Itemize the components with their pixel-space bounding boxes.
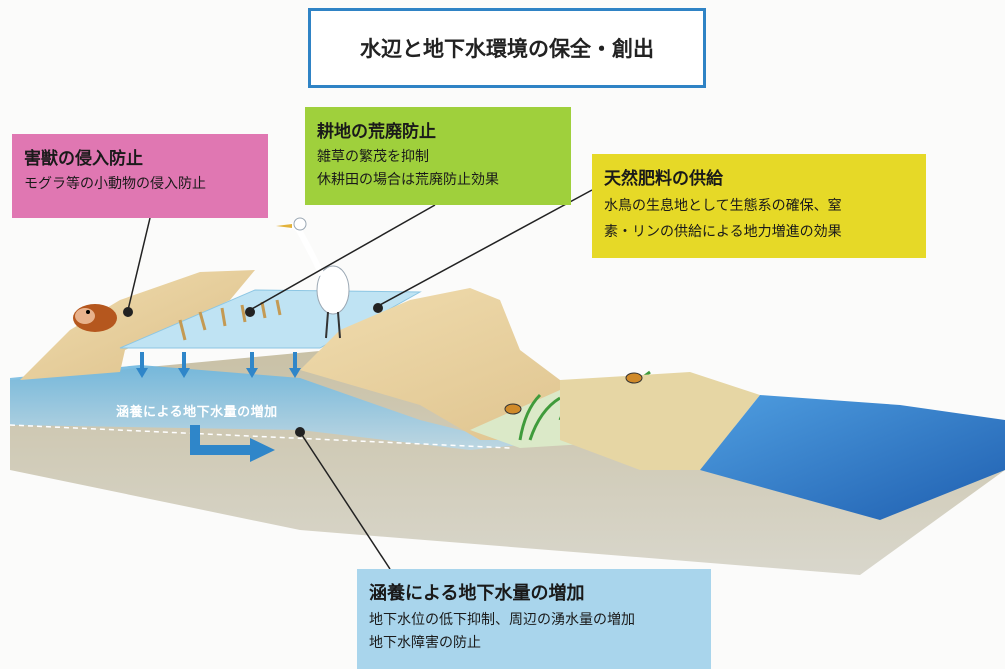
callout-line: 休耕田の場合は荒廃防止効果 xyxy=(317,172,499,188)
flow-arrow-icon xyxy=(190,425,275,462)
heron-icon xyxy=(276,217,350,339)
callout-line: 地下水障害の防止 xyxy=(369,635,481,651)
callout-line: 素・リンの供給による地力増進の効果 xyxy=(604,224,842,240)
callout-natural-fertilizer: 天然肥料の供給 水鳥の生息地として生態系の確保、窒 素・リンの供給による地力増進… xyxy=(592,154,926,258)
callout-line: 雑草の繁茂を抑制 xyxy=(317,149,429,165)
callout-line: 地下水位の低下抑制、周辺の湧水量の増加 xyxy=(369,612,635,628)
callout-heading: 耕地の荒廃防止 xyxy=(317,122,436,142)
callout-line: 水鳥の生息地として生態系の確保、窒 xyxy=(604,198,842,214)
callout-pest-prevention: 害獣の侵入防止 モグラ等の小動物の侵入防止 xyxy=(12,134,268,218)
callout-line: モグラ等の小動物の侵入防止 xyxy=(24,176,206,192)
title-text: 水辺と地下水環境の保全・創出 xyxy=(360,37,654,61)
callout-heading: 天然肥料の供給 xyxy=(604,169,723,189)
groundwater-layer xyxy=(10,365,520,450)
leader-dots xyxy=(123,303,383,437)
callout-heading: 害獣の侵入防止 xyxy=(24,149,143,169)
mole-icon xyxy=(73,304,117,332)
diagram-title: 水辺と地下水環境の保全・創出 xyxy=(308,8,706,88)
water-table-line xyxy=(9,424,511,449)
groundwater-inline-label: 涵養による地下水量の増加 xyxy=(116,405,278,420)
river xyxy=(700,395,1005,520)
infiltration-arrows xyxy=(136,352,301,378)
left-levee xyxy=(20,270,255,380)
callout-groundwater-recharge: 涵養による地下水量の増加 地下水位の低下抑制、周辺の湧水量の増加 地下水障害の防… xyxy=(357,569,711,669)
dragonfly-icon xyxy=(504,372,643,415)
leader-lines xyxy=(127,189,593,570)
right-bank xyxy=(560,372,760,470)
rice-seedlings xyxy=(178,299,282,341)
callout-farmland-protection: 耕地の荒廃防止 雑草の繁茂を抑制 休耕田の場合は荒廃防止効果 xyxy=(305,107,571,205)
callout-heading: 涵養による地下水量の増加 xyxy=(369,583,585,604)
